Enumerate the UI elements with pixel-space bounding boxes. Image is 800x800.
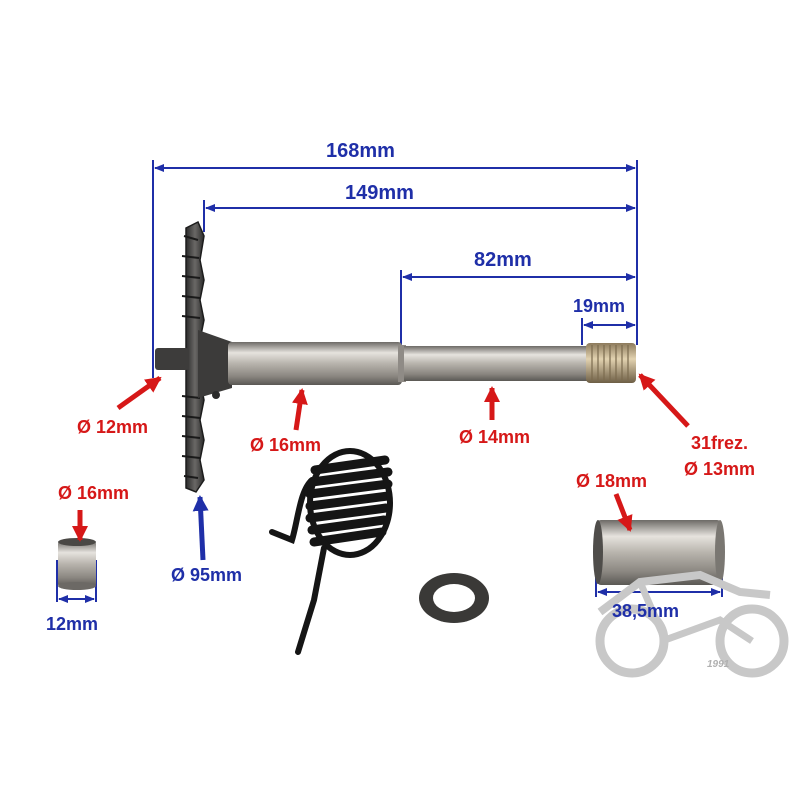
kick-spring: [269, 448, 393, 655]
watermark-year: 1991: [707, 659, 730, 670]
small-bushing-diameter-label: Ø 16mm: [58, 483, 130, 503]
shaft-thick-diameter-label: Ø 16mm: [250, 435, 322, 455]
kick-shaft: [155, 342, 636, 385]
spline-diameter-label: Ø 13mm: [684, 459, 756, 479]
small-bushing: [58, 538, 96, 590]
gear-diameter-label: Ø 95mm: [171, 565, 243, 585]
shaft-end-diameter-label: Ø 12mm: [77, 417, 149, 437]
sleeve-diameter-label: Ø 18mm: [576, 471, 648, 491]
spline-teeth-label: 31frez.: [691, 433, 749, 453]
sleeve-length-label: 38,5mm: [612, 601, 680, 621]
red-arrows: [72, 373, 690, 542]
washer: [419, 573, 489, 623]
sleeve-bushing: [593, 520, 725, 585]
watermark-logo: [595, 570, 789, 678]
gear-diameter-arrow: [192, 495, 209, 561]
shaft-thin-diameter-label: Ø 14mm: [459, 427, 531, 447]
kick-gear: [181, 220, 232, 493]
length-from-gear-label: 149mm: [345, 182, 414, 204]
overall-length-label: 168mm: [326, 140, 395, 162]
spline-length-label: 19mm: [573, 296, 626, 316]
small-bushing-length-label: 12mm: [46, 614, 99, 634]
thin-section-length-label: 82mm: [474, 249, 532, 271]
